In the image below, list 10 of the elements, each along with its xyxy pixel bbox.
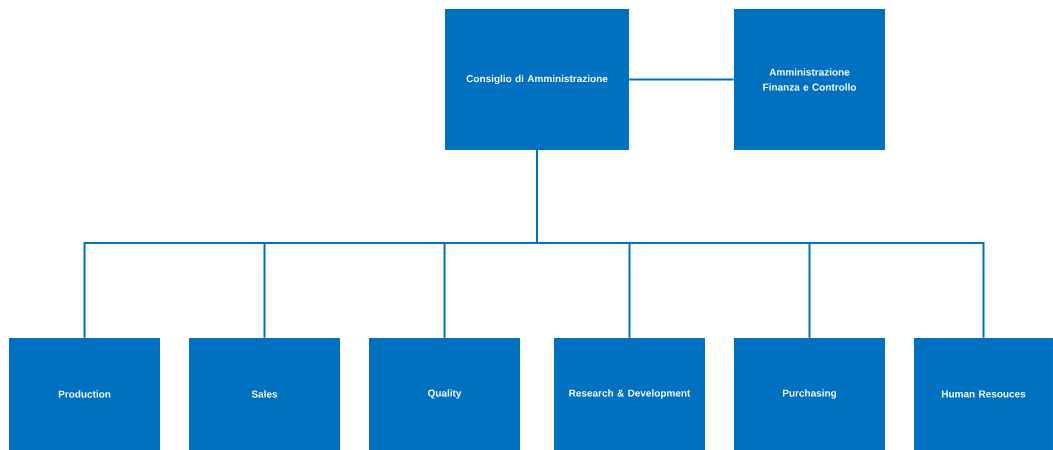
org-box: Production [9, 338, 160, 450]
org-box: Sales [189, 338, 340, 450]
org-box: Quality [369, 338, 520, 450]
org-box: Human Resouces [914, 338, 1053, 450]
org-box: Research & Development [554, 338, 705, 450]
org-box: Consiglio di Amministrazione [445, 9, 629, 150]
org-box: Purchasing [734, 338, 885, 450]
connector-line [628, 78, 735, 81]
org-box: Amministrazione Finanza e Controllo [734, 9, 885, 150]
connector-line [536, 149, 985, 339]
